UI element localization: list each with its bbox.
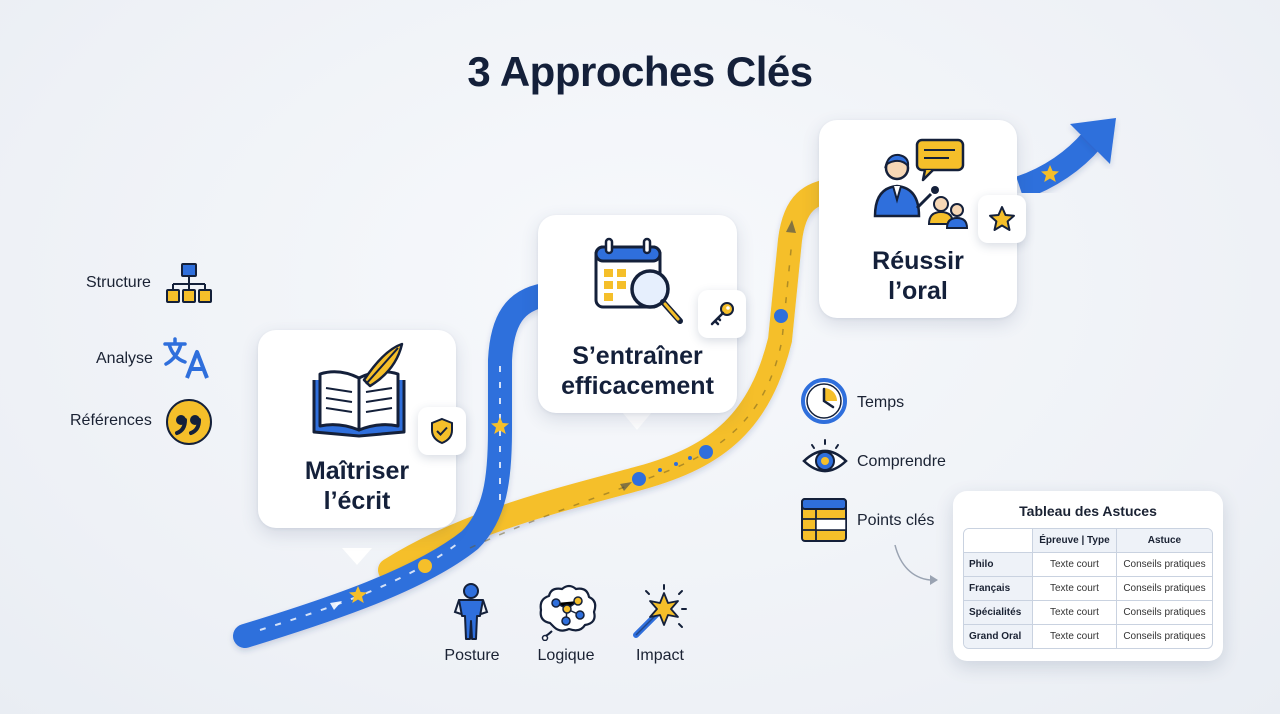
- card-title-line1: Réussir: [872, 247, 964, 275]
- table-row: Philo Texte court Conseils pratiques: [964, 553, 1212, 577]
- hierarchy-icon: [166, 263, 212, 303]
- star-badge: [978, 195, 1026, 243]
- table-cell: Conseils pratiques: [1116, 601, 1212, 625]
- table-cell: Texte court: [1033, 601, 1117, 625]
- magic-wand-icon: [633, 584, 687, 638]
- bottom-item-impact: Impact: [635, 647, 684, 664]
- table-row: Spécialités Texte court Conseils pratiqu…: [964, 601, 1212, 625]
- clock-icon: [801, 378, 847, 424]
- table-cell: Texte court: [1033, 553, 1117, 577]
- left-item-references: Références: [70, 412, 152, 429]
- table-cell: Conseils pratiques: [1123, 631, 1206, 642]
- table-row: Français Texte court Conseils pratiques: [964, 577, 1212, 601]
- person-icon: [453, 583, 489, 640]
- speaker-audience-icon: [873, 138, 969, 229]
- key-badge: [698, 290, 746, 338]
- right-item-temps: Temps: [857, 394, 905, 411]
- star-icon: [1041, 165, 1059, 182]
- final-arrow: [1015, 132, 1102, 200]
- bottom-item-posture: Posture: [444, 647, 500, 664]
- quote-icon: [166, 399, 212, 445]
- table-header-row: Épreuve | Type Astuce: [964, 529, 1212, 553]
- card-title-line2: l’oral: [888, 277, 948, 305]
- left-item-analyse: Analyse: [96, 350, 153, 367]
- key-icon: [710, 302, 734, 326]
- right-item-points-cles: Points clés: [857, 512, 935, 529]
- table-cell: Texte court: [1033, 577, 1117, 601]
- shield-check-icon: [431, 417, 453, 445]
- calendar-search-icon: [594, 237, 683, 324]
- page-title: 3 Approches Clés: [467, 48, 813, 95]
- star-icon: [491, 417, 509, 434]
- tips-table: Épreuve | Type Astuce Philo Texte court …: [963, 528, 1213, 649]
- card-title-line1: Maîtriser: [304, 457, 410, 485]
- card-title-line1: S’entraîner: [572, 342, 703, 370]
- shield-badge: [418, 407, 466, 455]
- eye-icon: [802, 439, 848, 473]
- table-cell: Texte court: [1033, 625, 1117, 648]
- book-quill-icon: [312, 342, 406, 438]
- card-reussir-oral: Réussir l’oral: [819, 120, 1017, 318]
- star-icon: [349, 586, 367, 603]
- blue-road: [233, 283, 557, 648]
- table-row-header: Grand Oral: [964, 625, 1033, 648]
- card-title-line2: efficacement: [561, 372, 714, 400]
- card-title-line2: l’écrit: [323, 487, 391, 515]
- table-title: Tableau des Astuces: [1019, 503, 1157, 519]
- tips-table-card: Tableau des Astuces Épreuve | Type Astuc…: [953, 491, 1223, 661]
- translate-icon: [163, 337, 209, 379]
- table-cell: Conseils pratiques: [1116, 553, 1212, 577]
- table-row-header: Spécialités: [964, 601, 1033, 625]
- table-icon: [801, 498, 847, 542]
- table-cell: Conseils pratiques: [1116, 577, 1212, 601]
- table-header: [964, 529, 1033, 553]
- table-header: Astuce: [1116, 529, 1212, 553]
- bottom-item-logique: Logique: [537, 647, 595, 664]
- brain-network-icon: [539, 584, 597, 641]
- table-header: Épreuve | Type: [1033, 529, 1117, 553]
- left-item-structure: Structure: [86, 274, 151, 291]
- table-row: Grand Oral Texte court Conseils pratique…: [964, 625, 1212, 648]
- table-row-header: Philo: [964, 553, 1033, 577]
- table-row-header: Français: [964, 577, 1033, 601]
- final-arrow-head: [1070, 118, 1116, 164]
- right-item-comprendre: Comprendre: [857, 453, 946, 470]
- star-icon: [989, 206, 1015, 231]
